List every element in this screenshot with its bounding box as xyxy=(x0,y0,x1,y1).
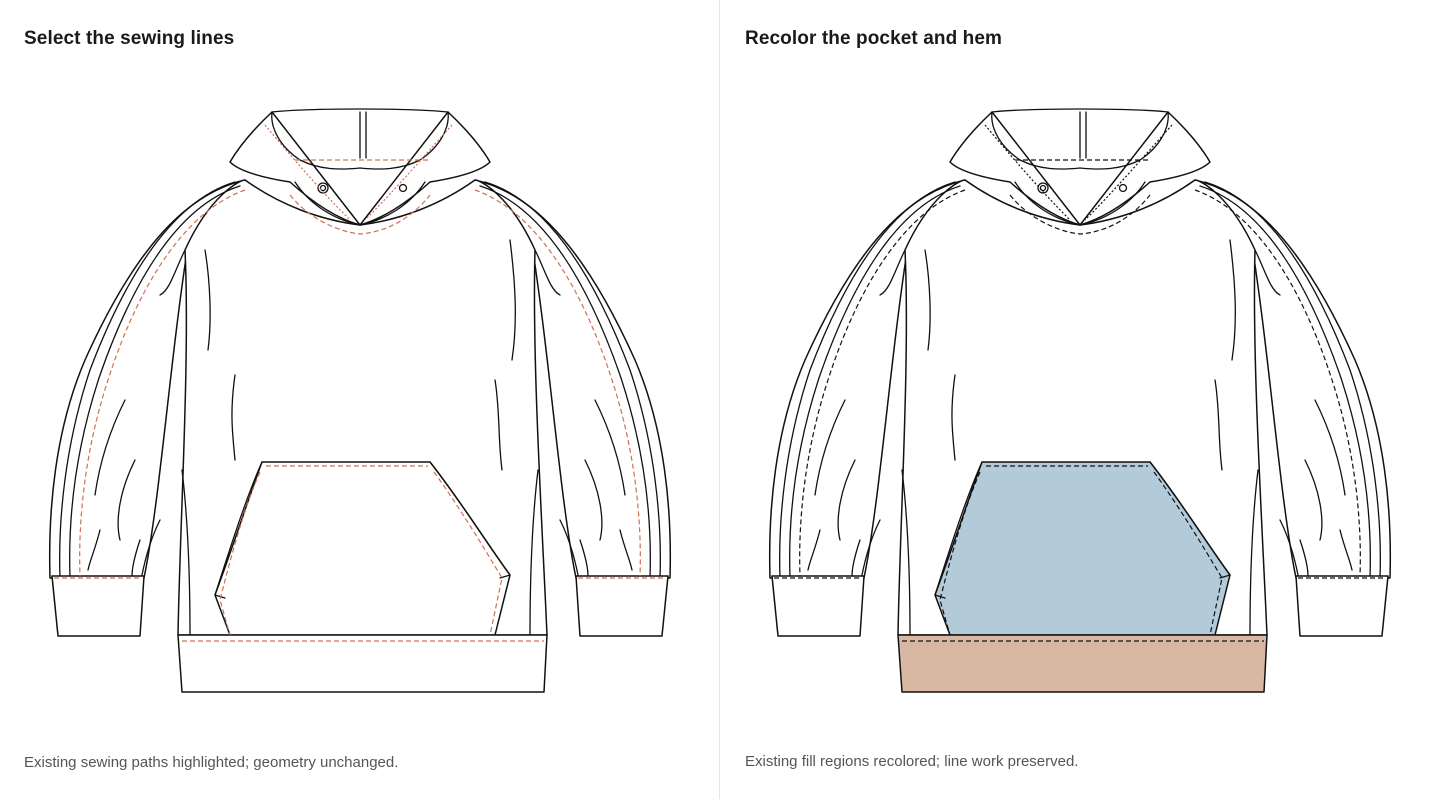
hem-band xyxy=(177,634,548,693)
grommet-left xyxy=(317,182,329,194)
hem-band[interactable] xyxy=(897,634,1268,693)
hood-right xyxy=(1079,111,1211,226)
armhole-left xyxy=(159,249,186,296)
pocket-opening-left xyxy=(214,461,263,599)
stitch-hood-left[interactable] xyxy=(264,124,351,221)
stitch-sleeve-right[interactable] xyxy=(474,189,641,577)
sleeve-stripe-right-outer xyxy=(484,181,661,579)
stitch-pocket-left xyxy=(939,471,981,636)
hoodie-drawing-fills xyxy=(768,108,1392,693)
side-seam-left xyxy=(181,469,191,636)
pocket-opening-right xyxy=(1149,461,1231,579)
grommet-left xyxy=(1037,182,1049,194)
stitch-hood-right[interactable] xyxy=(364,124,453,221)
pocket-opening-right xyxy=(429,461,511,579)
sleeve-stripe-right-inner xyxy=(1199,185,1371,579)
hood-left xyxy=(229,111,361,226)
back-seam xyxy=(359,111,367,159)
pocket-opening-left xyxy=(934,461,983,599)
cuff-left xyxy=(771,575,865,637)
hoodie-figure xyxy=(40,100,680,700)
side-seam-left xyxy=(901,469,911,636)
stitch-neck xyxy=(1009,194,1151,235)
neck-line xyxy=(294,181,426,226)
stitch-pocket-right[interactable] xyxy=(433,471,503,636)
stitch-pocket-left[interactable] xyxy=(219,471,261,636)
sleeve-stripe-left-outer xyxy=(779,181,956,579)
sewing-lines[interactable] xyxy=(54,124,666,642)
cuff-right xyxy=(1295,575,1389,637)
sleeve-stripe-left-inner xyxy=(69,185,241,579)
panel-recolor: Recolor the pocket and hem xyxy=(720,0,1440,799)
neck-line xyxy=(1014,181,1146,226)
sewing-lines xyxy=(774,124,1386,642)
panel-sewing-lines: Select the sewing lines xyxy=(24,0,720,799)
back-seam xyxy=(1079,111,1087,159)
stitch-neck[interactable] xyxy=(289,194,431,235)
sleeve-stripe-right-inner xyxy=(479,185,651,579)
armhole-right xyxy=(1254,249,1281,296)
armhole-right xyxy=(534,249,561,296)
panel-caption: Existing fill regions recolored; line wo… xyxy=(745,753,1079,770)
panel-caption: Existing sewing paths highlighted; geome… xyxy=(24,754,399,771)
fold-lines xyxy=(807,239,1353,577)
stitch-hood-left xyxy=(984,124,1071,221)
panel-title: Recolor the pocket and hem xyxy=(745,28,1003,49)
hood-right xyxy=(359,111,491,226)
hoodie-drawing-stitches xyxy=(48,108,672,693)
stitch-sleeve-left xyxy=(799,189,966,577)
hood-left xyxy=(949,111,1081,226)
grommet-left-inner xyxy=(319,184,327,192)
grommet-right xyxy=(398,183,408,193)
right-sleeve xyxy=(1194,179,1392,579)
hoodie-figure xyxy=(760,100,1400,700)
side-seam-right xyxy=(1249,469,1259,636)
hoodie-line-work xyxy=(768,108,1392,693)
grommet-left-inner xyxy=(1039,184,1047,192)
cuff-right xyxy=(575,575,669,637)
stitch-pocket-right xyxy=(1153,471,1223,636)
sleeve-stripe-left-outer xyxy=(59,181,236,579)
stitch-sleeve-left[interactable] xyxy=(79,189,246,577)
fold-lines xyxy=(87,239,633,577)
stitch-hood-right xyxy=(1084,124,1173,221)
panel-title: Select the sewing lines xyxy=(24,28,235,49)
armhole-left xyxy=(879,249,906,296)
stitch-sleeve-right xyxy=(1194,189,1361,577)
side-seam-right xyxy=(529,469,539,636)
right-sleeve xyxy=(474,179,672,579)
sleeve-stripe-right-outer xyxy=(1204,181,1381,579)
cuff-left xyxy=(51,575,145,637)
left-sleeve xyxy=(48,179,246,579)
hoodie-line-work xyxy=(48,108,672,693)
grommet-right xyxy=(1118,183,1128,193)
sleeve-stripe-left-inner xyxy=(789,185,961,579)
left-sleeve xyxy=(768,179,966,579)
